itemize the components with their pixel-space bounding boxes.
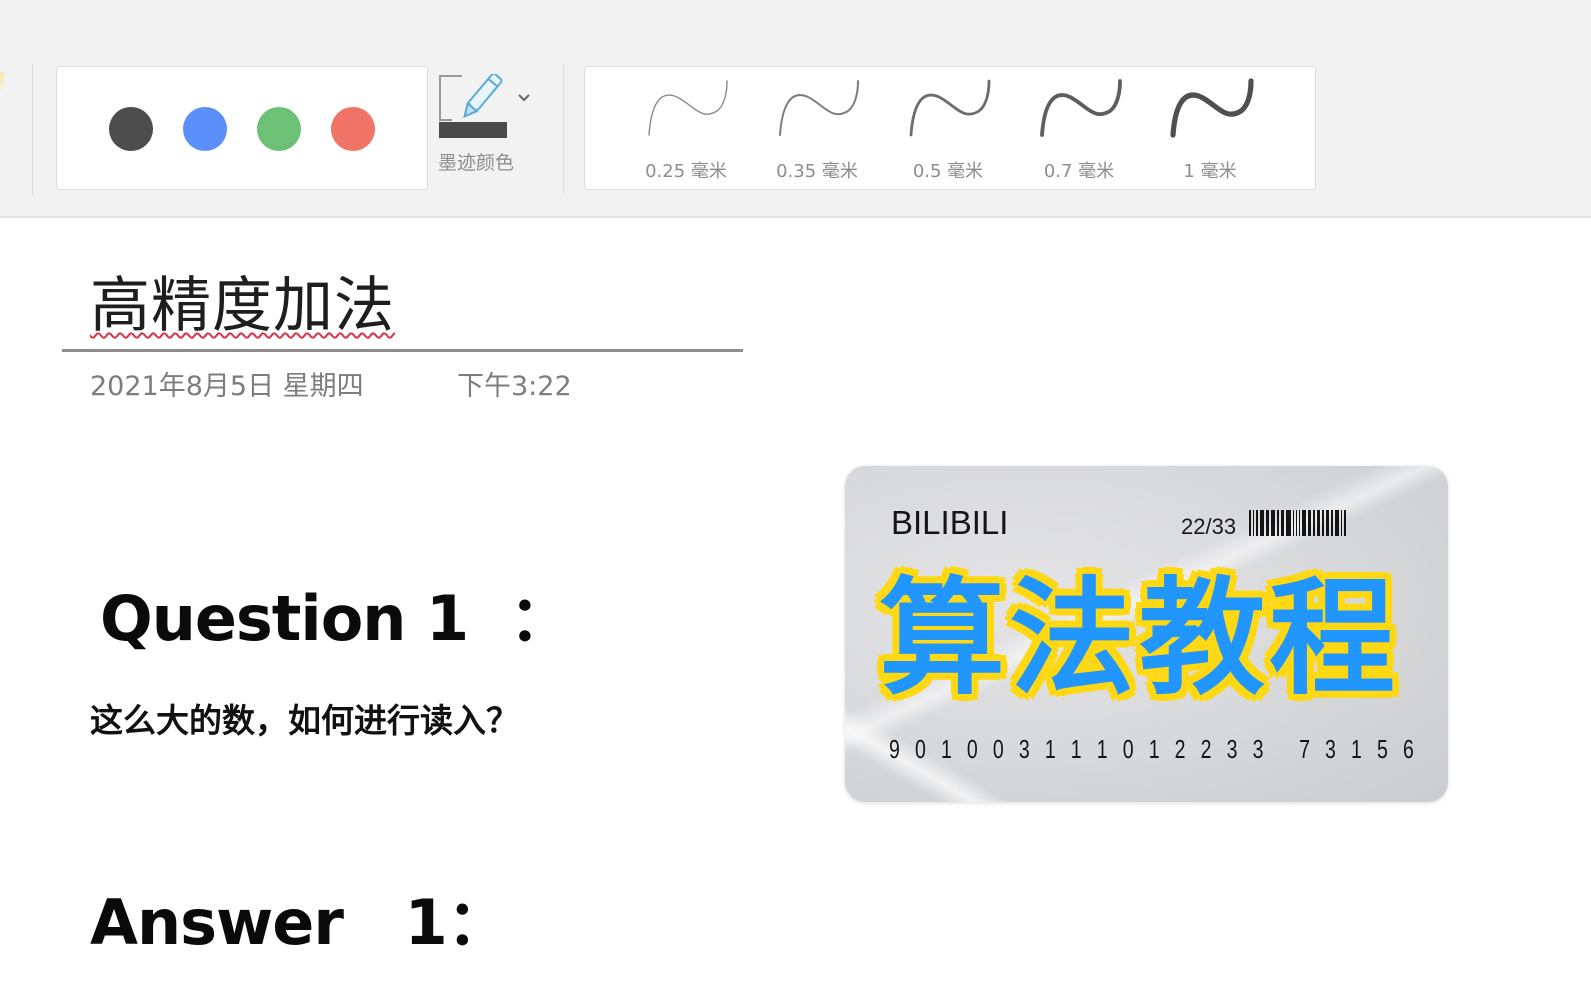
sticker-digit: 1 [1044, 734, 1056, 764]
stroke-sample-icon [779, 80, 859, 136]
sticker-digit: 1 [1096, 734, 1108, 764]
ink-color-preview [439, 122, 507, 138]
pen-color-black[interactable] [109, 107, 153, 151]
question-heading: Question 1 ： [100, 582, 571, 655]
barcode-icon [1249, 510, 1346, 536]
sticker-digit: 0 [966, 734, 978, 764]
sticker-digit: 3 [1325, 734, 1336, 764]
question-body: 这么大的数，如何进行读入？ [90, 701, 519, 740]
stroke-width-0-25mm[interactable]: 0.25 毫米 [631, 73, 741, 185]
stroke-width-0-35mm[interactable]: 0.35 毫米 [762, 73, 872, 185]
sticker-digit: 3 [1018, 734, 1030, 764]
stroke-width-label: 0.7 毫米 [1043, 161, 1115, 182]
stroke-width-label: 0.25 毫米 [645, 161, 727, 182]
stroke-width-0-5mm[interactable]: 0.5 毫米 [893, 73, 1003, 185]
pen-color-green[interactable] [257, 107, 301, 151]
sticker-digit: 0 [914, 734, 926, 764]
title-divider [62, 349, 743, 352]
page-title[interactable]: 高精度加法 [90, 271, 395, 341]
chevron-down-icon[interactable] [516, 92, 532, 104]
sticker-digit: 6 [1402, 734, 1414, 764]
sticker-digit: 9 [889, 734, 900, 764]
stroke-width-0-7mm[interactable]: 0.7 毫米 [1024, 73, 1134, 185]
stroke-sample-icon [648, 80, 728, 136]
stroke-width-label: 1 毫米 [1183, 161, 1237, 182]
sticker-digit: 2 [1200, 734, 1212, 764]
drawing-ribbon: 墨迹颜色 0.25 毫米 0.35 毫米 0.5 毫米 0.7 毫米 1 毫米 [0, 0, 1591, 218]
stroke-sample-icon [909, 79, 991, 137]
ribbon-edge-accent [0, 72, 4, 94]
sticker-brand: BILIBILI [891, 504, 1009, 541]
page-date: 2021年8月5日 星期四 [90, 371, 364, 402]
ribbon-divider [32, 64, 33, 194]
stroke-width-1mm[interactable]: 1 毫米 [1155, 73, 1265, 185]
answer-heading: Answer 1： [90, 886, 509, 959]
sticker-digit: 3 [1252, 734, 1264, 764]
sticker-digit: 0 [1122, 734, 1134, 764]
sticker-digit: 1 [1351, 734, 1362, 764]
sticker-digit: 1 [1070, 734, 1082, 764]
sticker-digit: 1 [1148, 734, 1160, 764]
pen-color-palette [56, 66, 428, 190]
pen-color-red[interactable] [331, 107, 375, 151]
sticker-digit: 0 [992, 734, 1004, 764]
page-time: 下午3:22 [457, 371, 572, 402]
ink-color-button[interactable]: 墨迹颜色 [436, 72, 546, 184]
stroke-width-label: 0.5 毫米 [912, 161, 984, 182]
sticker-digit: 5 [1376, 734, 1388, 764]
sticker-digit [1279, 734, 1284, 765]
sticker-digit: 3 [1226, 734, 1238, 764]
pen-color-blue[interactable] [183, 107, 227, 151]
sticker-digit: 7 [1299, 734, 1310, 764]
sticker-digit: 1 [940, 734, 952, 764]
sticker-headline: 算法教程 [879, 565, 1399, 712]
ribbon-divider [563, 64, 564, 194]
stroke-width-panel: 0.25 毫米 0.35 毫米 0.5 毫米 0.7 毫米 1 毫米 [584, 66, 1316, 190]
sticker-counter: 22/33 [1181, 514, 1237, 539]
sticker-digit: 2 [1174, 734, 1186, 764]
ink-color-label: 墨迹颜色 [438, 152, 515, 174]
pen-icon [439, 74, 503, 121]
stroke-sample-icon [1040, 79, 1122, 137]
stroke-sample-icon [1170, 78, 1254, 138]
stroke-width-label: 0.35 毫米 [776, 161, 858, 182]
